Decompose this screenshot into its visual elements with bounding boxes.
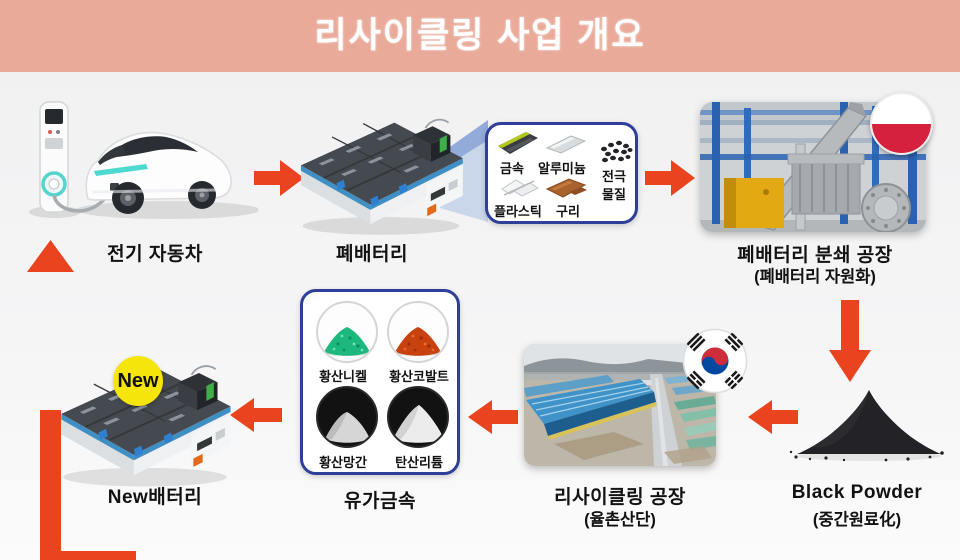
arrow-black-powder-to-recycling-plant-icon xyxy=(748,400,798,434)
recycling-plant-label: 리사이클링 공장 xyxy=(554,487,686,508)
waste-battery-illustration xyxy=(300,118,464,236)
ev-label: 전기 자동차 xyxy=(107,244,203,265)
electric-car-illustration xyxy=(29,101,258,219)
black-powder-illustration xyxy=(789,390,944,462)
black-powder-sublabel: (중간원료化) xyxy=(812,511,902,529)
material-electrode-label-line1: 전극 xyxy=(602,169,626,184)
south-korea-flag-icon xyxy=(682,328,748,394)
arrow-metals-to-new-battery-icon xyxy=(230,398,282,432)
material-plastic-label: 플라스틱 xyxy=(494,204,542,219)
recycling-plant-sublabel: (율촌산단) xyxy=(584,511,656,529)
waste-battery-label: 폐배터리 xyxy=(336,244,408,265)
manganese-sulfate-icon xyxy=(316,386,378,448)
poland-flag-icon xyxy=(870,92,933,155)
material-electrode-label-line2: 물질 xyxy=(602,187,626,202)
nickel-sulfate-label: 황산니켈 xyxy=(319,369,367,384)
aluminum-icon xyxy=(545,135,587,154)
arrow-materials-to-crush-plant-icon xyxy=(645,160,695,196)
material-copper-label: 구리 xyxy=(556,204,580,219)
arrow-crush-plant-to-black-powder-icon xyxy=(829,300,871,382)
loop-arrow-foot xyxy=(40,551,136,560)
arrow-recycling-plant-to-metals-icon xyxy=(468,400,518,434)
electrode-material-icon xyxy=(601,140,633,163)
material-aluminum-label: 알루미늄 xyxy=(538,161,586,176)
cobalt-sulfate-icon xyxy=(387,301,449,363)
loop-arrow-shaft xyxy=(40,410,61,560)
black-powder-label: Black Powder xyxy=(791,482,923,503)
new-battery-label: New배터리 xyxy=(107,487,203,508)
diagram-canvas: 전기 자동차 폐배터리 금속 알루미늄 xyxy=(0,72,960,560)
plastic-icon xyxy=(501,179,540,197)
lithium-carbonate-label: 탄산리튬 xyxy=(395,455,443,470)
copper-icon xyxy=(545,178,587,198)
valuable-metals-box: 황산니켈 황산코발트 황산망간 탄산리튬 xyxy=(300,289,460,475)
material-metal-label: 금속 xyxy=(500,161,524,176)
page-title: 리사이클링 사업 개요 xyxy=(314,16,646,55)
metal-icon xyxy=(498,132,538,154)
crush-plant-label: 폐배터리 분쇄 공장 xyxy=(737,245,893,266)
nickel-sulfate-icon xyxy=(316,301,378,363)
loop-arrow-head-icon xyxy=(27,240,74,272)
lithium-carbonate-icon xyxy=(387,386,449,448)
manganese-sulfate-label: 황산망간 xyxy=(319,455,367,470)
cobalt-sulfate-label: 황산코발트 xyxy=(389,369,449,384)
valuable-metals-label: 유가금속 xyxy=(344,491,416,512)
arrow-ev-to-waste-battery-icon xyxy=(254,160,304,196)
crush-plant-sublabel: (폐배터리 자원화) xyxy=(754,268,876,286)
header-bar: 리사이클링 사업 개요 xyxy=(0,0,960,72)
materials-callout-box: 금속 알루미늄 전극 물질 xyxy=(485,122,638,224)
new-badge: New xyxy=(113,356,163,406)
